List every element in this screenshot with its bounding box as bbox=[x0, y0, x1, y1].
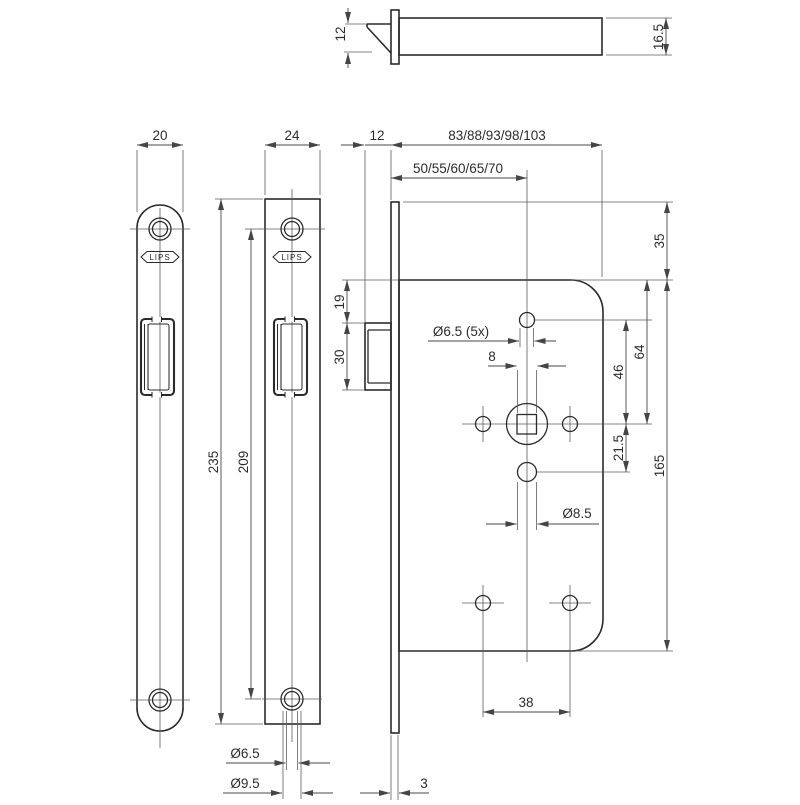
brand-logo: LIPS bbox=[272, 250, 312, 264]
screw-hole-bottom bbox=[148, 688, 172, 712]
dim-label-bolt-width-top: 12 bbox=[333, 26, 348, 41]
dim-case-height: 165 bbox=[571, 280, 673, 652]
brand-text: LIPS bbox=[149, 253, 170, 262]
dim-bolt-projection: 12 bbox=[341, 128, 391, 322]
dim-plate-length: 235 bbox=[206, 198, 263, 725]
dim-label-screw-spacing: 209 bbox=[236, 451, 251, 474]
dim-label-case-top-to-spindle: 64 bbox=[632, 344, 647, 360]
dim-label-spindle-square: 8 bbox=[488, 349, 496, 364]
brand-text: LIPS bbox=[281, 253, 302, 262]
dim-label-case-height: 165 bbox=[652, 455, 667, 478]
screw-hole-top bbox=[148, 217, 172, 241]
dim-label-plate-square-width: 24 bbox=[284, 128, 300, 143]
dim-label-plate-rounded-width: 20 bbox=[152, 128, 167, 143]
dim-spindle-to-cylinder: 21.5 bbox=[611, 424, 629, 472]
dim-label-countersink-dia: Ø9.5 bbox=[230, 776, 259, 791]
latch-cutout bbox=[139, 316, 176, 398]
mount-hole-right bbox=[561, 415, 579, 433]
mount-hole-bottom-right bbox=[561, 594, 579, 612]
dim-label-mount-holes: Ø6.5 (5x) bbox=[433, 324, 489, 339]
dim-label-bottom-hole-spacing: 38 bbox=[518, 695, 533, 710]
dim-plate-top-to-case: 35 bbox=[403, 201, 673, 281]
dim-case-thickness: 16.5 bbox=[606, 17, 672, 56]
dim-countersink-dia: Ø9.5 bbox=[223, 711, 333, 799]
dim-top-hole-to-spindle: 46 bbox=[611, 320, 629, 424]
dim-label-faceplate-thickness: 3 bbox=[420, 776, 428, 791]
top-view-latch bbox=[366, 9, 603, 65]
dim-case-top-to-spindle: 64 bbox=[632, 280, 650, 424]
dim-label-case-top-to-bolt: 19 bbox=[332, 294, 347, 309]
top-view-bolt-bevel bbox=[366, 23, 392, 54]
dim-case-depth-options: 83/88/93/98/103 bbox=[390, 128, 603, 277]
dim-label-bolt-projection: 12 bbox=[369, 128, 384, 143]
dim-plate-square-width: 24 bbox=[264, 128, 321, 195]
faceplate-rounded-outline bbox=[136, 204, 184, 732]
dim-label-plate-length: 235 bbox=[206, 451, 221, 474]
faceplate-square: LIPS bbox=[260, 189, 325, 742]
screw-hole-top bbox=[280, 217, 304, 241]
cylinder-hole bbox=[516, 461, 538, 483]
dim-screw-spacing: 209 bbox=[236, 228, 261, 700]
dim-label-plate-top-to-case: 35 bbox=[652, 233, 667, 248]
top-view-case-body bbox=[398, 17, 603, 56]
dim-label-backset-options: 50/55/60/65/70 bbox=[413, 161, 503, 176]
dim-label-screw-hole-dia: Ø6.5 bbox=[230, 746, 259, 761]
dim-label-case-thickness: 16.5 bbox=[651, 24, 666, 50]
dim-bottom-hole-spacing: 38 bbox=[483, 695, 570, 715]
latch-bolt-side bbox=[364, 322, 392, 391]
dim-bolt-width-top: 12 bbox=[333, 8, 372, 68]
brand-logo: LIPS bbox=[140, 250, 180, 264]
faceplate-rounded: LIPS bbox=[130, 204, 190, 748]
side-view-lock bbox=[364, 170, 652, 734]
dim-label-spindle-to-cylinder: 21.5 bbox=[611, 435, 626, 461]
top-view-faceplate-section bbox=[390, 9, 400, 65]
dim-screw-hole-dia: Ø6.5 bbox=[226, 711, 330, 770]
dim-label-top-hole-to-spindle: 46 bbox=[611, 364, 626, 379]
dim-faceplate-thickness: 3 bbox=[360, 735, 429, 800]
dim-bolt-height: 30 bbox=[332, 323, 364, 391]
dim-spindle-square: 8 bbox=[488, 349, 566, 413]
mount-hole-top bbox=[518, 311, 536, 329]
dim-mount-holes: Ø6.5 (5x) bbox=[428, 324, 556, 347]
dim-label-bolt-height: 30 bbox=[332, 349, 347, 364]
latch-cutout bbox=[272, 316, 309, 398]
screw-hole-bottom bbox=[280, 687, 304, 711]
dim-label-case-depth-options: 83/88/93/98/103 bbox=[448, 128, 546, 143]
dim-backset-options: 50/55/60/65/70 bbox=[391, 161, 527, 181]
dim-label-cylinder-hole: Ø8.5 bbox=[562, 506, 591, 521]
lock-case-outline bbox=[398, 279, 604, 652]
mount-hole-bottom-left bbox=[474, 594, 492, 612]
mount-hole-left bbox=[474, 415, 492, 433]
faceplate-square-outline bbox=[264, 198, 321, 725]
dim-cylinder-hole: Ø8.5 bbox=[486, 482, 599, 530]
spindle-hole bbox=[505, 402, 549, 446]
dim-plate-rounded-width: 20 bbox=[136, 128, 184, 212]
faceplate-side-section bbox=[390, 201, 400, 734]
